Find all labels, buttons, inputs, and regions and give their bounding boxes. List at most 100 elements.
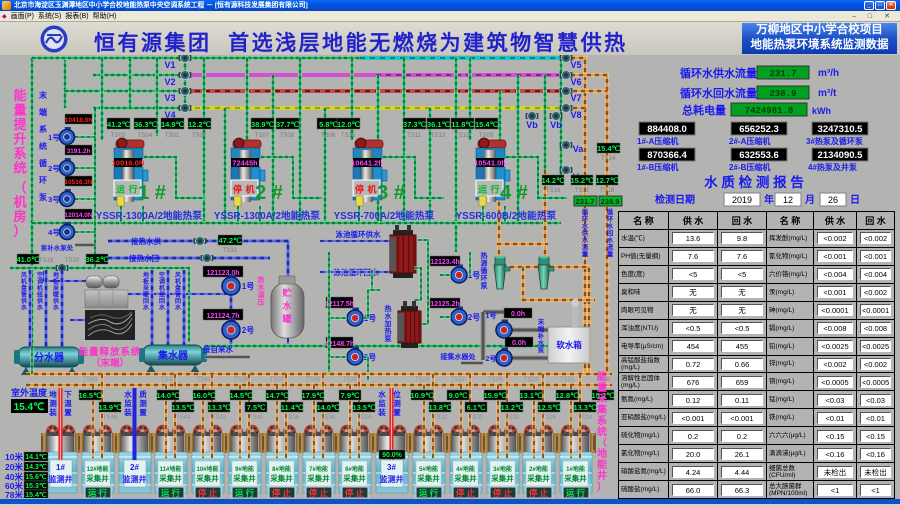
svg-text:回: 回 <box>159 297 165 305</box>
svg-text:泵: 泵 <box>384 334 392 343</box>
svg-text:TS11: TS11 <box>407 133 422 139</box>
svg-text:5#地能: 5#地能 <box>419 465 438 473</box>
svg-text:TS24: TS24 <box>578 415 593 421</box>
svg-text:TS08: TS08 <box>280 133 295 139</box>
svg-text:15.2℃: 15.2℃ <box>591 391 615 400</box>
svg-text:（: （ <box>597 436 607 449</box>
svg-text:量: 量 <box>582 249 589 258</box>
svg-text:调: 调 <box>159 278 165 286</box>
svg-text:60米: 60米 <box>5 481 23 491</box>
svg-text:TS40: TS40 <box>249 415 264 421</box>
svg-text:m³/h: m³/h <box>818 68 839 79</box>
svg-text:kWh: kWh <box>812 106 831 116</box>
svg-text:47.2℃: 47.2℃ <box>218 236 242 245</box>
svg-text:水: 水 <box>258 283 266 292</box>
svg-text:TS23: TS23 <box>524 377 539 383</box>
svg-text:集: 集 <box>596 403 608 416</box>
svg-text:TS10: TS10 <box>455 133 470 139</box>
svg-text:37.3℃: 37.3℃ <box>403 120 427 129</box>
svg-text:组: 组 <box>37 291 43 299</box>
svg-text:回: 回 <box>607 228 614 237</box>
svg-text:测: 测 <box>49 398 57 408</box>
svg-text:测: 测 <box>139 398 147 408</box>
svg-text:（末端）: （末端） <box>91 357 129 369</box>
svg-text:1#地能: 1#地能 <box>566 465 585 473</box>
svg-text:78米: 78米 <box>5 490 23 498</box>
svg-text:15.4℃: 15.4℃ <box>14 402 45 413</box>
svg-text:V3: V3 <box>164 93 175 103</box>
svg-text:分水器: 分水器 <box>34 351 65 364</box>
svg-text:9.0℃: 9.0℃ <box>449 391 468 400</box>
svg-text:水: 水 <box>159 304 166 312</box>
svg-text:2号: 2号 <box>364 353 376 362</box>
svg-text:接热水供: 接热水供 <box>131 236 161 246</box>
svg-text:17.9℃: 17.9℃ <box>301 391 325 400</box>
svg-text:监测井: 监测井 <box>123 474 147 484</box>
svg-text:TS03: TS03 <box>111 133 126 139</box>
svg-text:软水箱: 软水箱 <box>556 340 582 350</box>
svg-text:10016.0N: 10016.0N <box>112 159 145 168</box>
svg-text:1#-B压缩机: 1#-B压缩机 <box>637 162 678 172</box>
svg-text:机: 机 <box>37 284 43 292</box>
svg-text:量: 量 <box>13 103 26 118</box>
svg-text:停 止: 停 止 <box>493 488 513 498</box>
svg-text:20米: 20米 <box>5 462 23 472</box>
svg-text:TS34: TS34 <box>357 415 372 421</box>
svg-text:水: 水 <box>21 304 28 312</box>
svg-text:风: 风 <box>21 271 27 279</box>
svg-text:11#地能: 11#地能 <box>160 465 182 473</box>
svg-text:检测日期: 检测日期 <box>655 193 695 206</box>
svg-text:采集井: 采集井 <box>563 473 587 483</box>
svg-text:采集井: 采集井 <box>158 473 182 483</box>
svg-text:10418.0h: 10418.0h <box>65 117 92 124</box>
svg-text:TS44: TS44 <box>176 415 191 421</box>
svg-text:总耗电量: 总耗电量 <box>682 103 726 117</box>
svg-text:采: 采 <box>53 284 59 292</box>
svg-text:采集井: 采集井 <box>416 473 440 483</box>
svg-text:12#地能: 12#地能 <box>86 465 108 473</box>
svg-text:运 行: 运 行 <box>161 488 181 498</box>
svg-text:压: 压 <box>258 298 265 307</box>
svg-text:TS25: TS25 <box>488 377 503 383</box>
svg-text:监: 监 <box>378 398 386 408</box>
svg-text:12123.4h: 12123.4h <box>430 259 460 266</box>
svg-text:1号: 1号 <box>468 271 480 280</box>
svg-text:3247310.5: 3247310.5 <box>818 124 864 135</box>
svg-text:7.9℃: 7.9℃ <box>341 391 360 400</box>
svg-text:组: 组 <box>159 291 165 299</box>
svg-text:36.1℃: 36.1℃ <box>427 120 451 129</box>
svg-text:13.5℃: 13.5℃ <box>171 403 195 412</box>
svg-text:水: 水 <box>53 304 60 312</box>
svg-text:41.0℃: 41.0℃ <box>16 255 40 264</box>
svg-text:停: 停 <box>355 184 364 195</box>
svg-text:调: 调 <box>258 290 265 299</box>
svg-text:TS32: TS32 <box>433 415 448 421</box>
svg-text:14.9℃: 14.9℃ <box>161 120 185 129</box>
svg-text:升: 升 <box>13 132 26 147</box>
svg-text:运: 运 <box>116 185 126 195</box>
svg-text:（: （ <box>13 180 26 195</box>
svg-text:机: 机 <box>13 195 26 210</box>
svg-text:停 止: 停 止 <box>198 488 218 498</box>
svg-text:位: 位 <box>393 389 401 399</box>
svg-text:管: 管 <box>175 291 181 299</box>
svg-text:装: 装 <box>48 407 57 417</box>
svg-text:源: 源 <box>481 259 488 268</box>
svg-text:TS31: TS31 <box>223 248 238 254</box>
svg-text:能量释放系统: 能量释放系统 <box>78 346 141 358</box>
svg-text:水: 水 <box>538 338 545 347</box>
svg-text:统: 统 <box>597 425 607 438</box>
svg-text:盘: 盘 <box>21 284 27 292</box>
svg-text:停: 停 <box>233 184 242 195</box>
svg-text:水: 水 <box>37 304 44 312</box>
svg-text:4#地能: 4#地能 <box>456 465 475 473</box>
svg-text:地: 地 <box>53 271 59 279</box>
svg-text:3#地能: 3#地能 <box>493 465 512 473</box>
svg-text:循: 循 <box>582 207 589 216</box>
svg-text:12014.0N: 12014.0N <box>64 212 92 219</box>
svg-text:停 止: 停 止 <box>345 488 365 498</box>
svg-text:供: 供 <box>581 228 589 237</box>
svg-text:656252.3: 656252.3 <box>739 124 779 135</box>
svg-text:TS09: TS09 <box>479 133 494 139</box>
svg-text:10641.2h: 10641.2h <box>351 159 383 168</box>
